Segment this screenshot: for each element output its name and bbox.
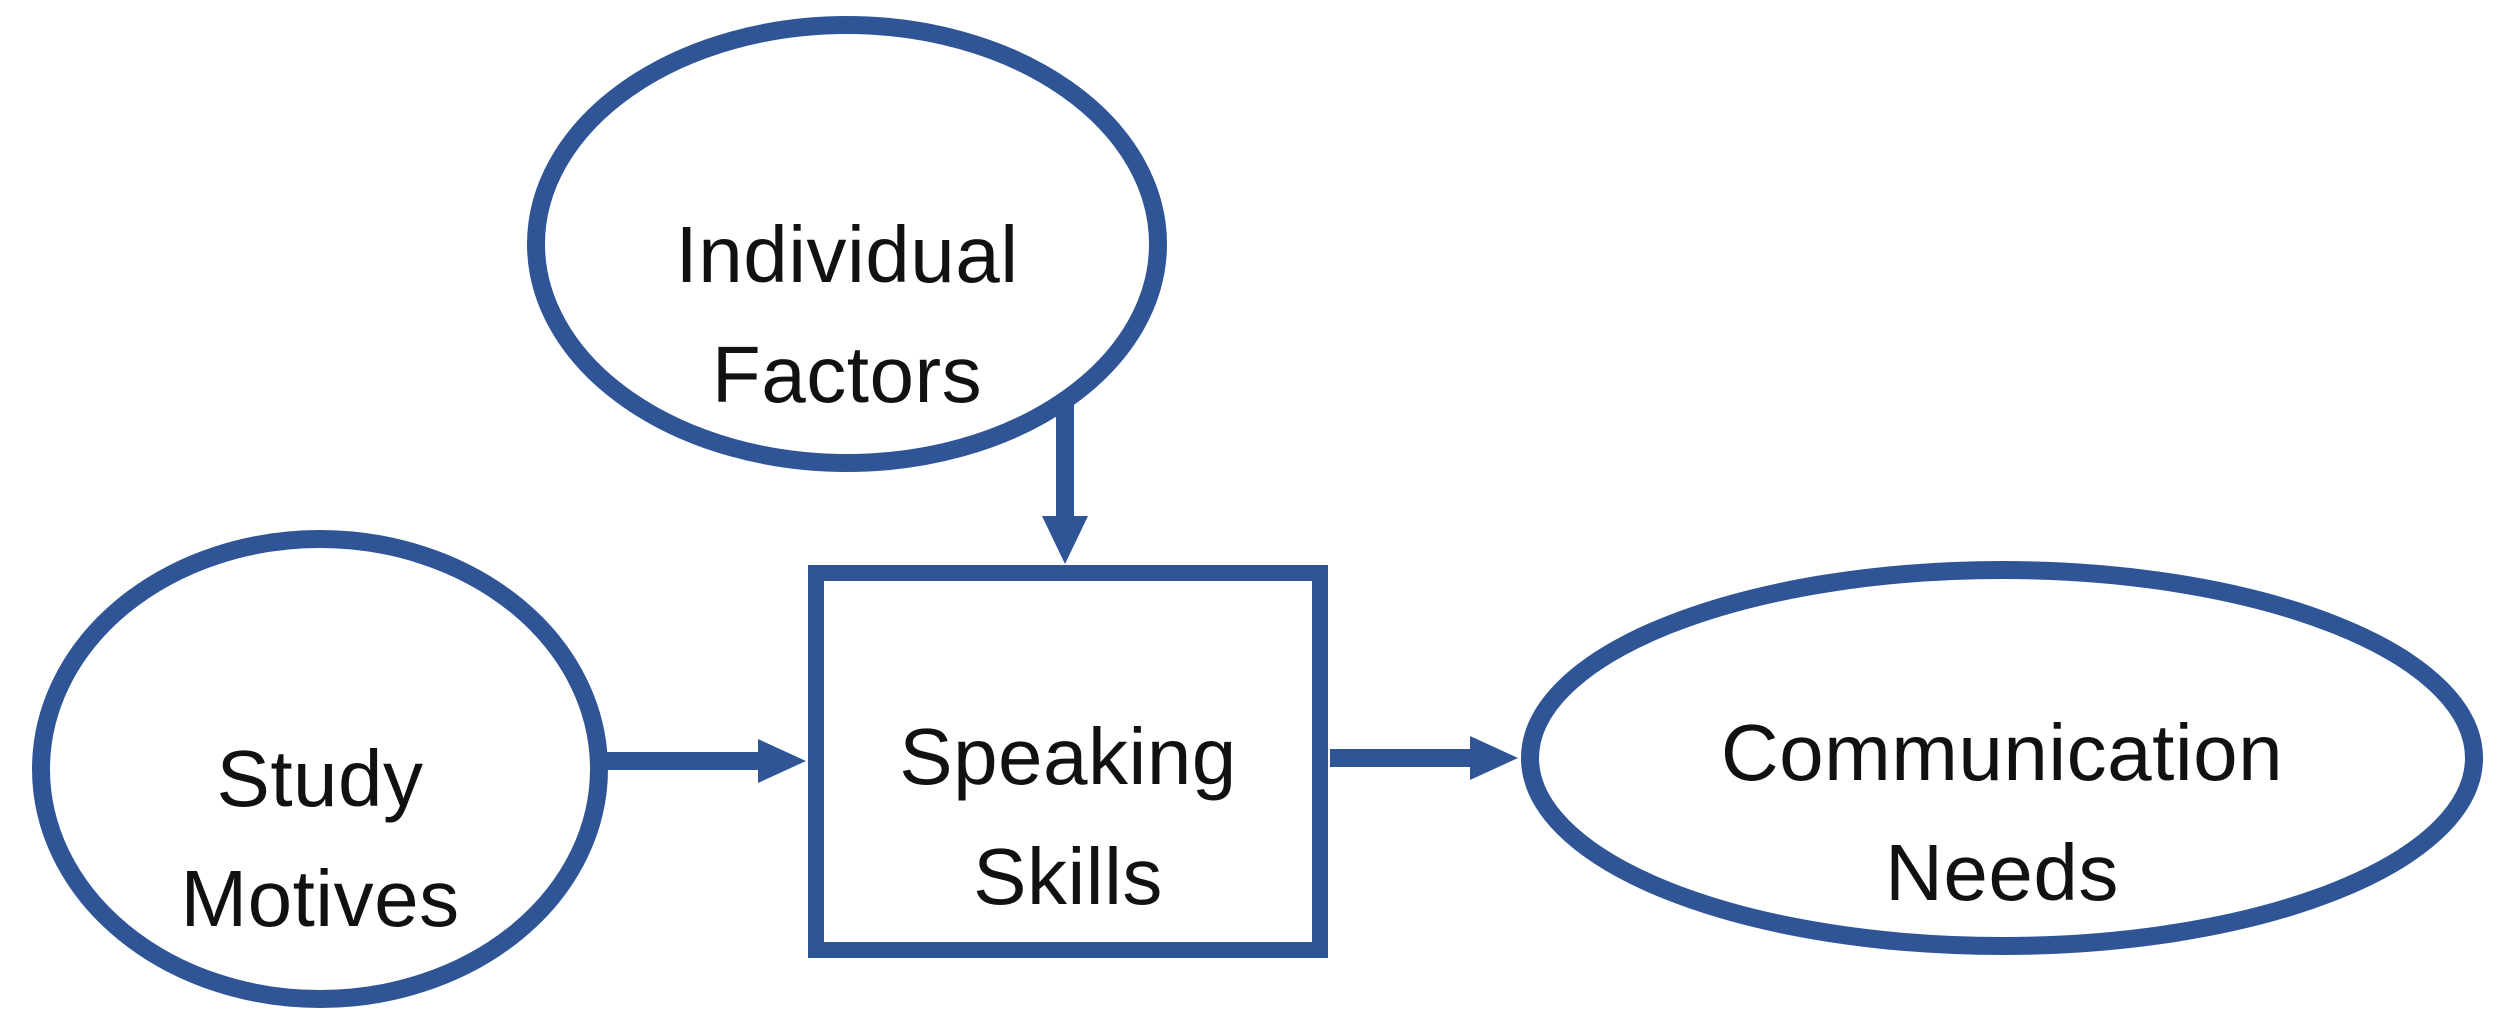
communication-needs-ellipse — [1521, 561, 2483, 955]
arrow-individual-factors-to-speaking-skills-head-icon — [1042, 516, 1088, 564]
arrow-study-motives-to-speaking-skills-head-icon — [758, 739, 806, 783]
speaking-skills-box — [808, 565, 1328, 958]
study-motives-ellipse — [32, 530, 608, 1008]
individual-factors-ellipse — [527, 16, 1167, 472]
arrow-speaking-skills-to-communication-needs-head-icon — [1470, 736, 1518, 780]
